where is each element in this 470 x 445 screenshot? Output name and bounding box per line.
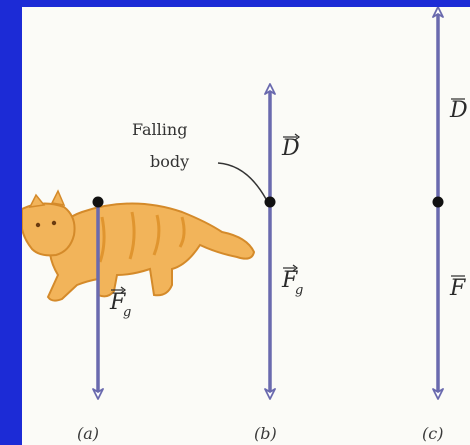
cat-illustration [22, 189, 256, 302]
weight-label-b: F g [281, 264, 303, 298]
caption-a: (a) [77, 424, 99, 443]
falling-body-callout: Falling body [132, 120, 267, 200]
caption-c: (c) [422, 424, 443, 443]
weight-label-c: F [449, 275, 466, 301]
caption-b: (b) [254, 424, 277, 443]
svg-text:D: D [449, 98, 468, 123]
callout-line-2: body [150, 152, 189, 171]
drag-label-b: D [281, 133, 300, 161]
center-of-mass-dot-c [432, 196, 444, 208]
svg-text:F: F [109, 290, 126, 315]
weight-label-a: F g [109, 286, 131, 320]
callout-line-1: Falling [132, 120, 187, 139]
figure-panel: F g (a) D F g (b) Falling body [22, 7, 470, 445]
callout-leader-line [217, 162, 267, 200]
panel-c: D F (c) [422, 7, 468, 443]
panel-b: D F g (b) [254, 83, 303, 443]
center-of-mass-dot-b [264, 196, 276, 208]
panel-a: F g (a) [77, 196, 131, 443]
svg-text:D: D [281, 136, 300, 161]
svg-text:F: F [281, 268, 298, 293]
drag-label-c: D [449, 98, 468, 123]
center-of-mass-dot-a [92, 196, 104, 208]
svg-text:g: g [295, 283, 303, 298]
free-body-diagram: F g (a) D F g (b) Falling body [22, 7, 468, 443]
svg-text:F: F [449, 276, 466, 301]
svg-text:g: g [123, 305, 131, 320]
